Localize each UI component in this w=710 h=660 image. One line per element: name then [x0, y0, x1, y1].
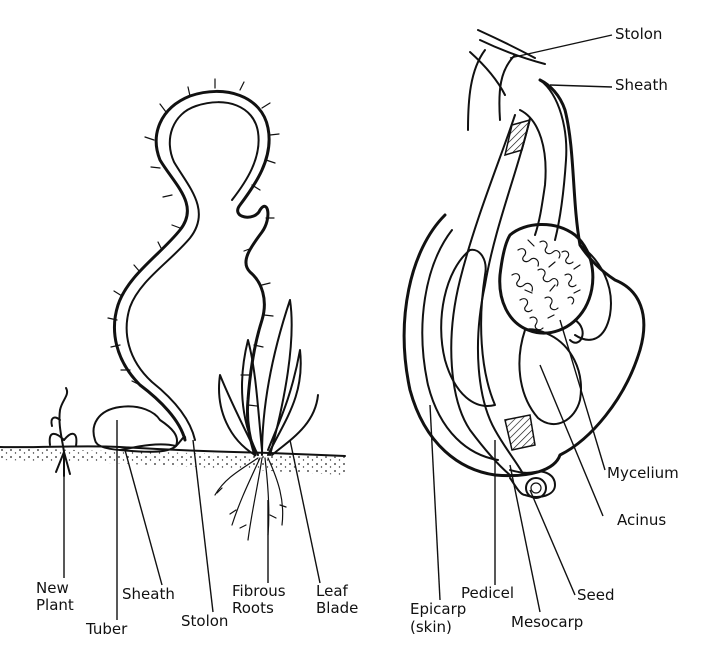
label-acinus: Acinus	[617, 511, 666, 529]
soil-texture	[0, 448, 345, 475]
soil-line	[0, 445, 346, 457]
label-pedicel: Pedicel	[461, 584, 514, 602]
label-mesocarp: Mesocarp	[511, 613, 583, 631]
label-tuber: Tuber	[85, 620, 128, 638]
mycelium-strand	[569, 319, 584, 344]
stolon-loop	[113, 89, 271, 457]
pedicel-hatch-upper	[503, 118, 532, 157]
left-leaders	[63, 420, 321, 620]
label-new-plant-1: New	[36, 579, 69, 597]
label-stolon-left: Stolon	[181, 612, 228, 630]
label-stolon-right: Stolon	[615, 25, 662, 43]
mesocarp-right-upper	[574, 244, 612, 341]
label-fibrous-2: Roots	[232, 599, 274, 617]
pedicel-hatch-lower	[504, 414, 536, 451]
pedicel-2	[476, 117, 531, 473]
pedicel	[450, 114, 516, 476]
right-leaders	[429, 34, 613, 613]
stolon-top-2	[467, 49, 516, 131]
sheath-right	[539, 79, 568, 241]
epicarp-outer	[402, 78, 646, 478]
stolon-hairs	[107, 78, 280, 407]
label-leaf-1: Leaf	[316, 582, 349, 600]
mesocarp-right-lobe	[518, 328, 582, 425]
sheath-right-2	[519, 109, 547, 236]
tuber-sheath	[119, 435, 187, 451]
mesocarp-left-lobe	[440, 248, 496, 407]
label-mycelium: Mycelium	[607, 464, 679, 482]
mycelium-texture	[511, 239, 581, 331]
label-seed: Seed	[577, 586, 615, 604]
stolon-loop-inner	[125, 101, 260, 441]
epicarp-inner	[421, 229, 499, 461]
stolon-top	[469, 29, 546, 96]
label-fibrous-1: Fibrous	[232, 582, 286, 600]
left-label-group: New Plant Tuber Sheath Stolon Fibrous Ro…	[36, 579, 358, 638]
right-label-group: Stolon Sheath Mycelium Acinus Seed Pedic…	[410, 25, 679, 636]
label-epicarp-2: (skin)	[410, 618, 452, 636]
acinus	[498, 223, 595, 335]
new-plant	[48, 387, 78, 477]
label-sheath-right: Sheath	[615, 76, 668, 94]
seed	[509, 469, 556, 499]
label-epicarp-1: Epicarp	[410, 600, 466, 618]
label-sheath-left: Sheath	[122, 585, 175, 603]
label-leaf-2: Blade	[316, 599, 358, 617]
leaf-blade-plant	[218, 299, 319, 456]
fruit-section-drawing	[402, 29, 646, 499]
label-new-plant-2: Plant	[36, 596, 74, 614]
whole-plant-drawing	[0, 78, 346, 541]
